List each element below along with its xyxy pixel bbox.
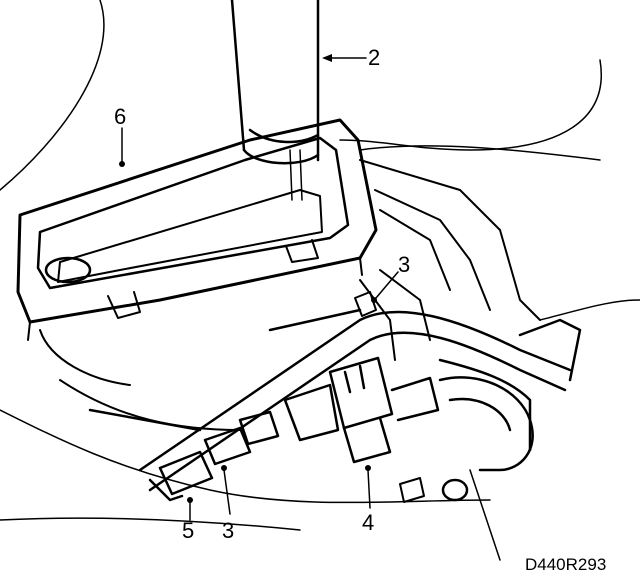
callout-6: 6 [114, 104, 126, 129]
connector-block [283, 356, 440, 464]
round-connector [438, 376, 534, 502]
plug-connectors [148, 410, 280, 502]
retaining-clip [354, 291, 425, 503]
figure-reference: D440R293 [525, 555, 606, 574]
callout-3-lower: 3 [222, 518, 234, 543]
leader-arrowheads [119, 54, 377, 503]
selector-housing [39, 159, 541, 431]
callout-3-upper: 3 [398, 252, 410, 277]
callout-2: 2 [368, 45, 380, 70]
callout-5: 5 [182, 518, 194, 543]
wiring-harness [88, 308, 582, 492]
callout-4: 4 [362, 510, 374, 535]
gear-selector-lever [230, 0, 320, 201]
gate-plate [16, 118, 378, 341]
leader-lines [121, 57, 399, 521]
